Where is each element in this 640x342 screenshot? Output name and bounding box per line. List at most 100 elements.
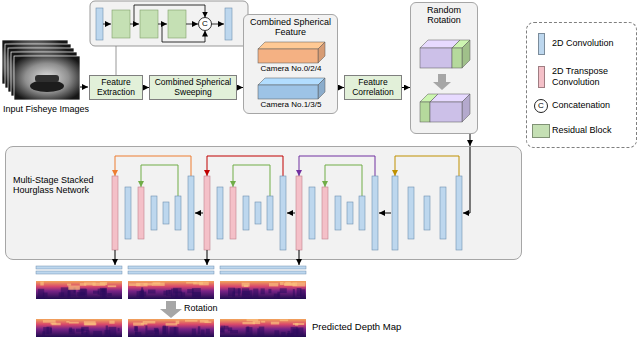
node-label: Camera No.1/3/5 <box>261 101 322 110</box>
legend-text: 2D Transpose Convolution <box>552 66 633 86</box>
depth-patch <box>269 283 278 286</box>
depth-patch <box>206 329 210 335</box>
flow-arrow <box>80 87 88 88</box>
depth-patch <box>154 328 158 332</box>
conv-bar <box>280 176 286 250</box>
conv-bar <box>125 187 131 239</box>
depth-patch <box>300 289 305 297</box>
depth-patch <box>98 289 107 295</box>
depth-patch <box>281 332 285 337</box>
rotation-group <box>420 40 470 122</box>
feature-panel: Combined Spherical FeatureCamera No.0/2/… <box>243 14 338 114</box>
residual-block <box>112 10 130 38</box>
conv-bar <box>347 202 353 224</box>
depth-patch <box>166 323 178 325</box>
output-conv <box>36 271 122 274</box>
node-label: Camera No.0/2/4 <box>261 65 322 74</box>
depth-patch <box>93 331 102 337</box>
depth-patch <box>143 321 156 323</box>
skip-line <box>325 165 362 196</box>
depth-patch <box>145 326 147 335</box>
depth-patch <box>288 331 290 336</box>
depth-patch <box>147 330 154 334</box>
depth-patch <box>81 327 88 331</box>
depth-patch <box>242 283 250 287</box>
conv-bar <box>309 187 315 239</box>
output-conv <box>128 271 214 274</box>
conv-bar <box>424 196 430 230</box>
legend-row: CConcatenation <box>530 99 633 113</box>
depth-map <box>128 281 214 299</box>
depth-patch <box>247 319 259 321</box>
legend-text: 2D Convolution <box>552 38 614 48</box>
node-label: Feature Extraction <box>93 78 139 97</box>
legend-panel: 2D Convolution 2D Transpose ConvolutionCC… <box>526 22 637 148</box>
flow-arrow <box>212 24 225 25</box>
figure-label: Rotation <box>184 303 218 313</box>
depth-patch <box>133 323 144 326</box>
transpose-conv-bar <box>204 176 210 250</box>
depth-patch <box>242 322 255 324</box>
legend-row: 2D Convolution <box>530 33 633 55</box>
depth-patch <box>198 326 200 334</box>
residual-block <box>140 10 158 38</box>
residual-block <box>168 10 186 38</box>
depth-patch <box>201 330 205 336</box>
flow-arrow <box>158 24 167 25</box>
volume-front <box>258 49 318 63</box>
rotation-arrow <box>160 301 182 318</box>
depth-patch <box>174 327 177 335</box>
depth-patch <box>108 285 117 287</box>
transpose-conv-bar <box>296 176 302 250</box>
depth-patch <box>163 326 166 334</box>
volume-side <box>462 94 470 122</box>
skip-line <box>141 165 178 196</box>
inset-panel <box>90 1 248 46</box>
skip-line <box>134 5 205 24</box>
output-arrow <box>115 250 116 265</box>
depth-patch <box>242 291 250 295</box>
node-label: Random Rotation <box>411 5 477 25</box>
legend-swatch <box>538 33 545 55</box>
transpose-conv-bar <box>230 187 236 239</box>
depth-map <box>36 281 122 299</box>
depth-patch <box>186 282 196 284</box>
depth-patch <box>107 293 111 296</box>
conv-bar <box>96 8 103 40</box>
conv-bar <box>217 187 223 239</box>
legend-cell <box>530 66 552 88</box>
depth-patch <box>67 284 71 286</box>
volume-front <box>258 85 318 99</box>
depth-patch <box>84 282 96 285</box>
depth-patch <box>171 289 178 298</box>
depth-patch <box>43 320 56 323</box>
depth-map <box>36 319 122 337</box>
depth-patch <box>152 283 165 286</box>
fisheye-image <box>14 56 80 100</box>
volume-front <box>452 48 462 68</box>
flow-arrow <box>195 213 203 214</box>
legend-swatch <box>538 66 545 88</box>
conv-bar <box>392 176 398 250</box>
depth-patch <box>40 281 43 285</box>
legend-cell <box>530 124 552 138</box>
depth-patch <box>291 327 298 337</box>
depth-patch <box>135 332 141 337</box>
rotation-panel: Random Rotation <box>410 2 478 134</box>
flow-arrow <box>186 24 198 25</box>
depth-patch <box>136 283 147 287</box>
conv-bar <box>267 196 273 230</box>
volume-top <box>258 42 325 49</box>
feature-volume: Camera No.1/3/5 <box>250 77 332 113</box>
conv-bar <box>188 176 194 250</box>
depth-patch <box>104 330 110 336</box>
depth-patch <box>192 329 196 336</box>
legend-text: Residual Block <box>552 125 612 135</box>
volume-front <box>420 102 430 122</box>
depth-patch <box>261 288 265 294</box>
conv-bar <box>151 196 157 230</box>
figure-label: C <box>199 18 211 30</box>
node-label: Combined Spherical Sweeping <box>153 78 233 97</box>
depth-patch <box>42 331 45 336</box>
process-box: Feature Extraction <box>89 75 143 100</box>
